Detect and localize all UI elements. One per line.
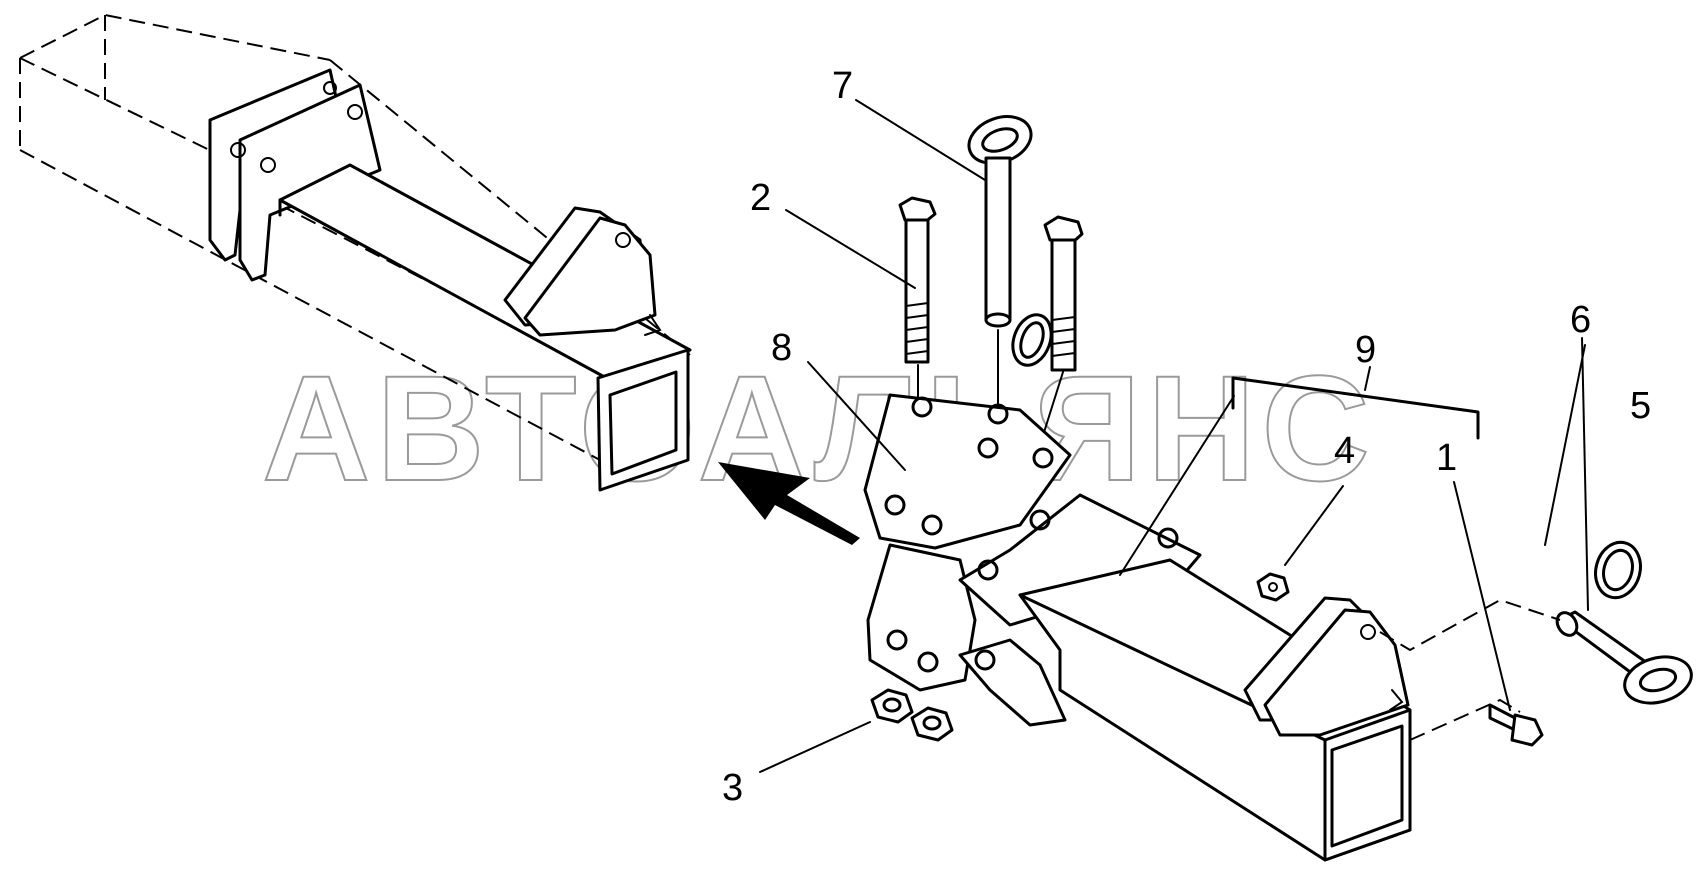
drawbar-assembly	[958, 493, 1412, 862]
nuts-pair	[870, 688, 954, 742]
callout-5: 5	[1630, 385, 1651, 427]
nut-small	[1256, 572, 1290, 602]
leader-lines	[759, 99, 1589, 773]
callout-3: 3	[722, 767, 743, 809]
triangle-mount-plate	[863, 393, 1072, 550]
callout-1: 1	[1436, 437, 1457, 479]
bolt-right	[1043, 215, 1084, 372]
frame-mount-plates	[208, 68, 382, 282]
callout-2: 2	[750, 177, 771, 219]
direction-arrow-icon	[718, 462, 860, 545]
hitch-pin-top	[967, 115, 1033, 328]
lower-mount-bracket	[866, 543, 977, 692]
callout-6: 6	[1570, 299, 1591, 341]
callout-4: 4	[1334, 430, 1355, 472]
callout-7: 7	[832, 65, 853, 107]
hitch-pin-side	[1555, 610, 1693, 705]
alignment-lines	[1379, 598, 1561, 741]
frame-lugs	[503, 206, 662, 337]
retaining-ring-top	[1011, 313, 1053, 367]
bolt-left	[898, 196, 937, 364]
side-bolt	[1488, 703, 1544, 747]
callout-9: 9	[1355, 329, 1376, 371]
callout-8: 8	[771, 327, 792, 369]
drawbar-lugs	[1243, 596, 1410, 737]
retaining-ring-side	[1594, 540, 1642, 600]
